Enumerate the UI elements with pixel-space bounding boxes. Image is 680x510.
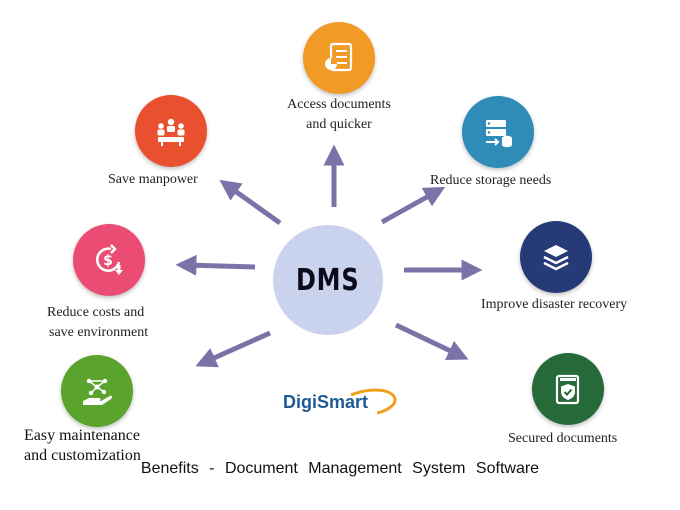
node-costs: $ xyxy=(73,224,145,296)
document-icon xyxy=(325,42,353,72)
digismart-logo: DigiSmart xyxy=(283,388,403,419)
label-storage: Reduce storage needs xyxy=(430,171,551,191)
label-costs: Reduce costs and save environment xyxy=(47,303,148,343)
arrow-manpower xyxy=(219,179,282,226)
label-maintenance-line1: Easy maintenance xyxy=(24,427,140,444)
node-maintenance xyxy=(61,355,133,427)
label-manpower: Save manpower xyxy=(108,170,198,190)
label-costs-line1: Reduce costs and xyxy=(47,305,145,320)
arrow-costs xyxy=(175,254,256,276)
node-secured xyxy=(532,353,604,425)
label-maintenance-line2: and customization xyxy=(24,447,141,464)
footer-title: Benefits - Document Management System So… xyxy=(140,460,540,477)
node-access xyxy=(303,22,375,94)
label-disaster-line1: Improve disaster recovery xyxy=(481,297,628,312)
label-disaster: Improve disaster recovery xyxy=(481,295,627,315)
arrow-secured xyxy=(394,322,469,360)
logo-swoosh-icon xyxy=(350,388,397,415)
label-storage-line1: Reduce storage needs xyxy=(430,173,552,188)
node-disaster xyxy=(520,221,592,293)
arrow-maintenance xyxy=(195,330,272,368)
layers-icon xyxy=(543,245,569,271)
label-secured: Secured documents xyxy=(508,429,617,449)
dollar-down-icon: $ xyxy=(95,244,123,275)
node-storage xyxy=(462,96,534,168)
label-costs-line2: save environment xyxy=(49,325,149,340)
label-access-line2: and quicker xyxy=(306,117,372,132)
hand-network-icon xyxy=(83,378,113,405)
label-manpower-line1: Save manpower xyxy=(108,172,198,187)
dms-hub: DMS xyxy=(273,225,383,335)
storage-icon xyxy=(486,120,512,148)
label-maintenance: Easy maintenance and customization xyxy=(24,426,141,466)
label-secured-line1: Secured documents xyxy=(508,431,618,446)
team-icon xyxy=(157,118,185,146)
arrow-storage xyxy=(380,186,446,225)
svg-text:$: $ xyxy=(103,253,113,269)
node-manpower xyxy=(135,95,207,167)
label-access: Access documents and quicker xyxy=(278,95,400,135)
shield-document-icon xyxy=(555,374,580,405)
logo-text: DigiSmart xyxy=(283,392,369,412)
label-access-line1: Access documents xyxy=(287,97,391,112)
hub-label: DMS xyxy=(296,262,360,298)
